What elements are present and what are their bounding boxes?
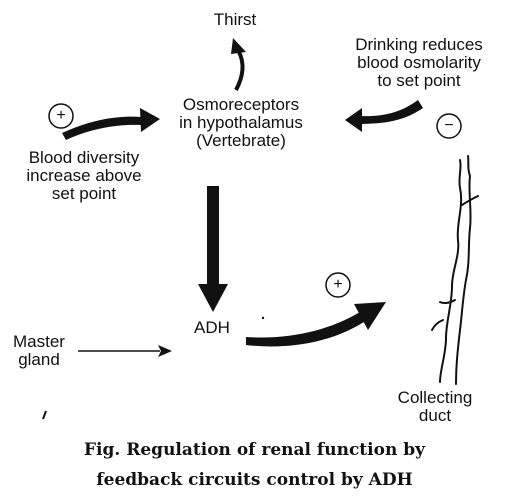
- arrow-from-drinking: [360, 100, 423, 124]
- master-gland-label: Master gland: [13, 332, 65, 369]
- minus-sign-circle-right: [436, 113, 462, 139]
- figure-caption-line-2: feedback circuits control by ADH: [96, 470, 413, 490]
- collecting-duct-illustration: [431, 155, 479, 385]
- thirst-label: Thirst: [213, 10, 257, 29]
- osmoreceptors-label: Osmoreceptors in hypothalamus (Vertebrat…: [179, 95, 303, 150]
- plus-sign-left: +: [56, 107, 66, 124]
- arrow-to-thirst: [234, 51, 245, 91]
- arrow-to-collecting-duct: [246, 312, 364, 347]
- arrow-to-collecting-duct-head: [354, 302, 386, 330]
- figure-caption-line-1: Fig. Regulation of renal function by: [83, 440, 425, 460]
- speck-mark: [42, 410, 47, 420]
- speck-dot: [261, 316, 265, 320]
- arrow-to-adh: [207, 186, 219, 286]
- plus-sign-circle-bottom: [325, 272, 351, 298]
- arrow-from-master-gland-head: [158, 345, 172, 357]
- collecting-duct-label: Collecting duct: [397, 388, 473, 425]
- arrow-from-blood-diversity: [62, 116, 142, 140]
- arrow-to-thirst-head: [231, 38, 246, 54]
- plus-sign-circle-left: [48, 103, 74, 129]
- arrow-from-drinking-head: [345, 108, 362, 132]
- drinking-reduces-label: Drinking reduces blood osmolarity to set…: [355, 35, 483, 90]
- arrow-to-adh-head: [198, 284, 228, 312]
- minus-sign-right: −: [444, 117, 454, 134]
- plus-sign-bottom: +: [333, 276, 343, 293]
- blood-diversity-label: Blood diversity increase above set point: [26, 148, 142, 203]
- arrow-from-blood-diversity-head: [140, 108, 160, 132]
- adh-label: ADH: [194, 318, 230, 337]
